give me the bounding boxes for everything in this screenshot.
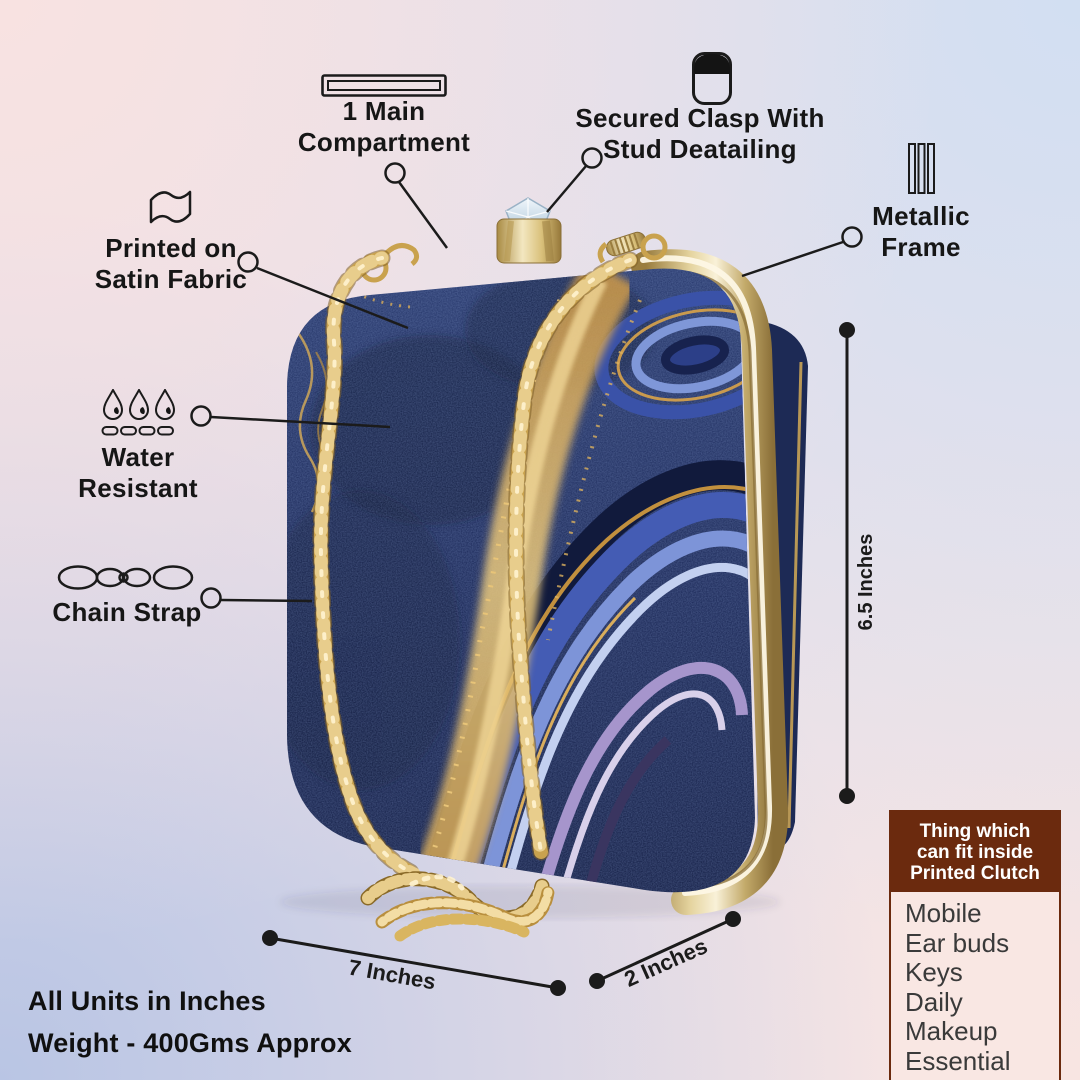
leader-metallic-frame: [741, 240, 844, 278]
note-units: All Units in Inches: [28, 986, 266, 1016]
callout-clasp-line1: Secured Clasp With: [575, 103, 825, 133]
callout-satin-line1: Printed on: [105, 233, 237, 263]
right-chain-hook: [597, 231, 668, 264]
fit-title-line3: Printed Clutch: [910, 863, 1040, 884]
leader-dot-clasp: [581, 147, 603, 169]
callout-compartment-line1: 1 Main: [342, 96, 426, 126]
list-item: Keys: [905, 957, 963, 987]
fit-inside-box: Thing which can fit inside Printed Clutc…: [889, 810, 1061, 1080]
leader-dot-satin: [237, 251, 259, 273]
list-item: Daily Makeup: [905, 986, 998, 1046]
leader-dot-metallic-frame: [841, 226, 863, 248]
note-weight: Weight - 400Gms Approx: [28, 1028, 352, 1058]
leader-dot-water: [190, 405, 212, 427]
callout-metallic-frame-line1: Metallic: [872, 201, 970, 231]
leader-compartment: [397, 181, 449, 249]
chain-strap-center: [507, 251, 639, 861]
clasp-dome-icon: [692, 52, 732, 105]
vertical-bars-icon: [908, 143, 935, 194]
callout-water-line1: Water: [101, 442, 175, 472]
depth-dimension-label: 2 Inches: [620, 933, 711, 992]
bag-clasp: [496, 197, 562, 264]
leader-chain: [220, 598, 313, 603]
slot-rectangle-icon: [321, 74, 447, 97]
fit-inside-box-list: Mobile Ear buds Keys Daily Makeup Essent…: [891, 892, 1059, 1080]
leader-dot-chain: [200, 587, 222, 609]
callout-water: Water Resistant: [13, 442, 263, 504]
chain-links-icon: [57, 563, 195, 592]
list-item: Mobile: [905, 898, 982, 928]
chain-strap-left: [312, 249, 423, 883]
callout-compartment: 1 Main Compartment: [259, 96, 509, 158]
leader-satin: [256, 266, 409, 330]
callout-metallic-frame: Metallic Frame: [821, 201, 1021, 263]
leader-clasp: [546, 165, 587, 213]
callout-chain: Chain Strap: [2, 597, 252, 628]
callout-satin: Printed on Satin Fabric: [46, 233, 296, 295]
leader-dot-compartment: [384, 162, 406, 184]
list-item: Ear buds: [905, 927, 1010, 958]
callout-metallic-frame-line2: Frame: [881, 232, 961, 262]
list-item: Essential: [905, 1045, 1011, 1076]
callout-chain-line1: Chain Strap: [52, 597, 202, 627]
dimension-lines: [262, 322, 855, 996]
callout-leaders: [190, 147, 863, 609]
chain-pool: [360, 871, 555, 942]
callout-satin-line2: Satin Fabric: [94, 264, 248, 294]
fit-title-line2: can fit inside: [916, 842, 1034, 863]
callout-clasp: Secured Clasp With Stud Deatailing: [550, 103, 850, 165]
callout-water-line2: Resistant: [78, 473, 198, 503]
height-dimension-label: 6.5 Inches: [855, 534, 877, 631]
callout-clasp-line2: Stud Deatailing: [603, 134, 797, 164]
fabric-flag-icon: [149, 187, 192, 227]
leader-water: [210, 415, 391, 429]
fit-title-line1: Thing which: [919, 821, 1031, 842]
callout-compartment-line2: Compartment: [297, 127, 471, 157]
fit-inside-box-title: Thing which can fit inside Printed Clutc…: [891, 812, 1059, 892]
water-drops-icon: [101, 389, 175, 436]
